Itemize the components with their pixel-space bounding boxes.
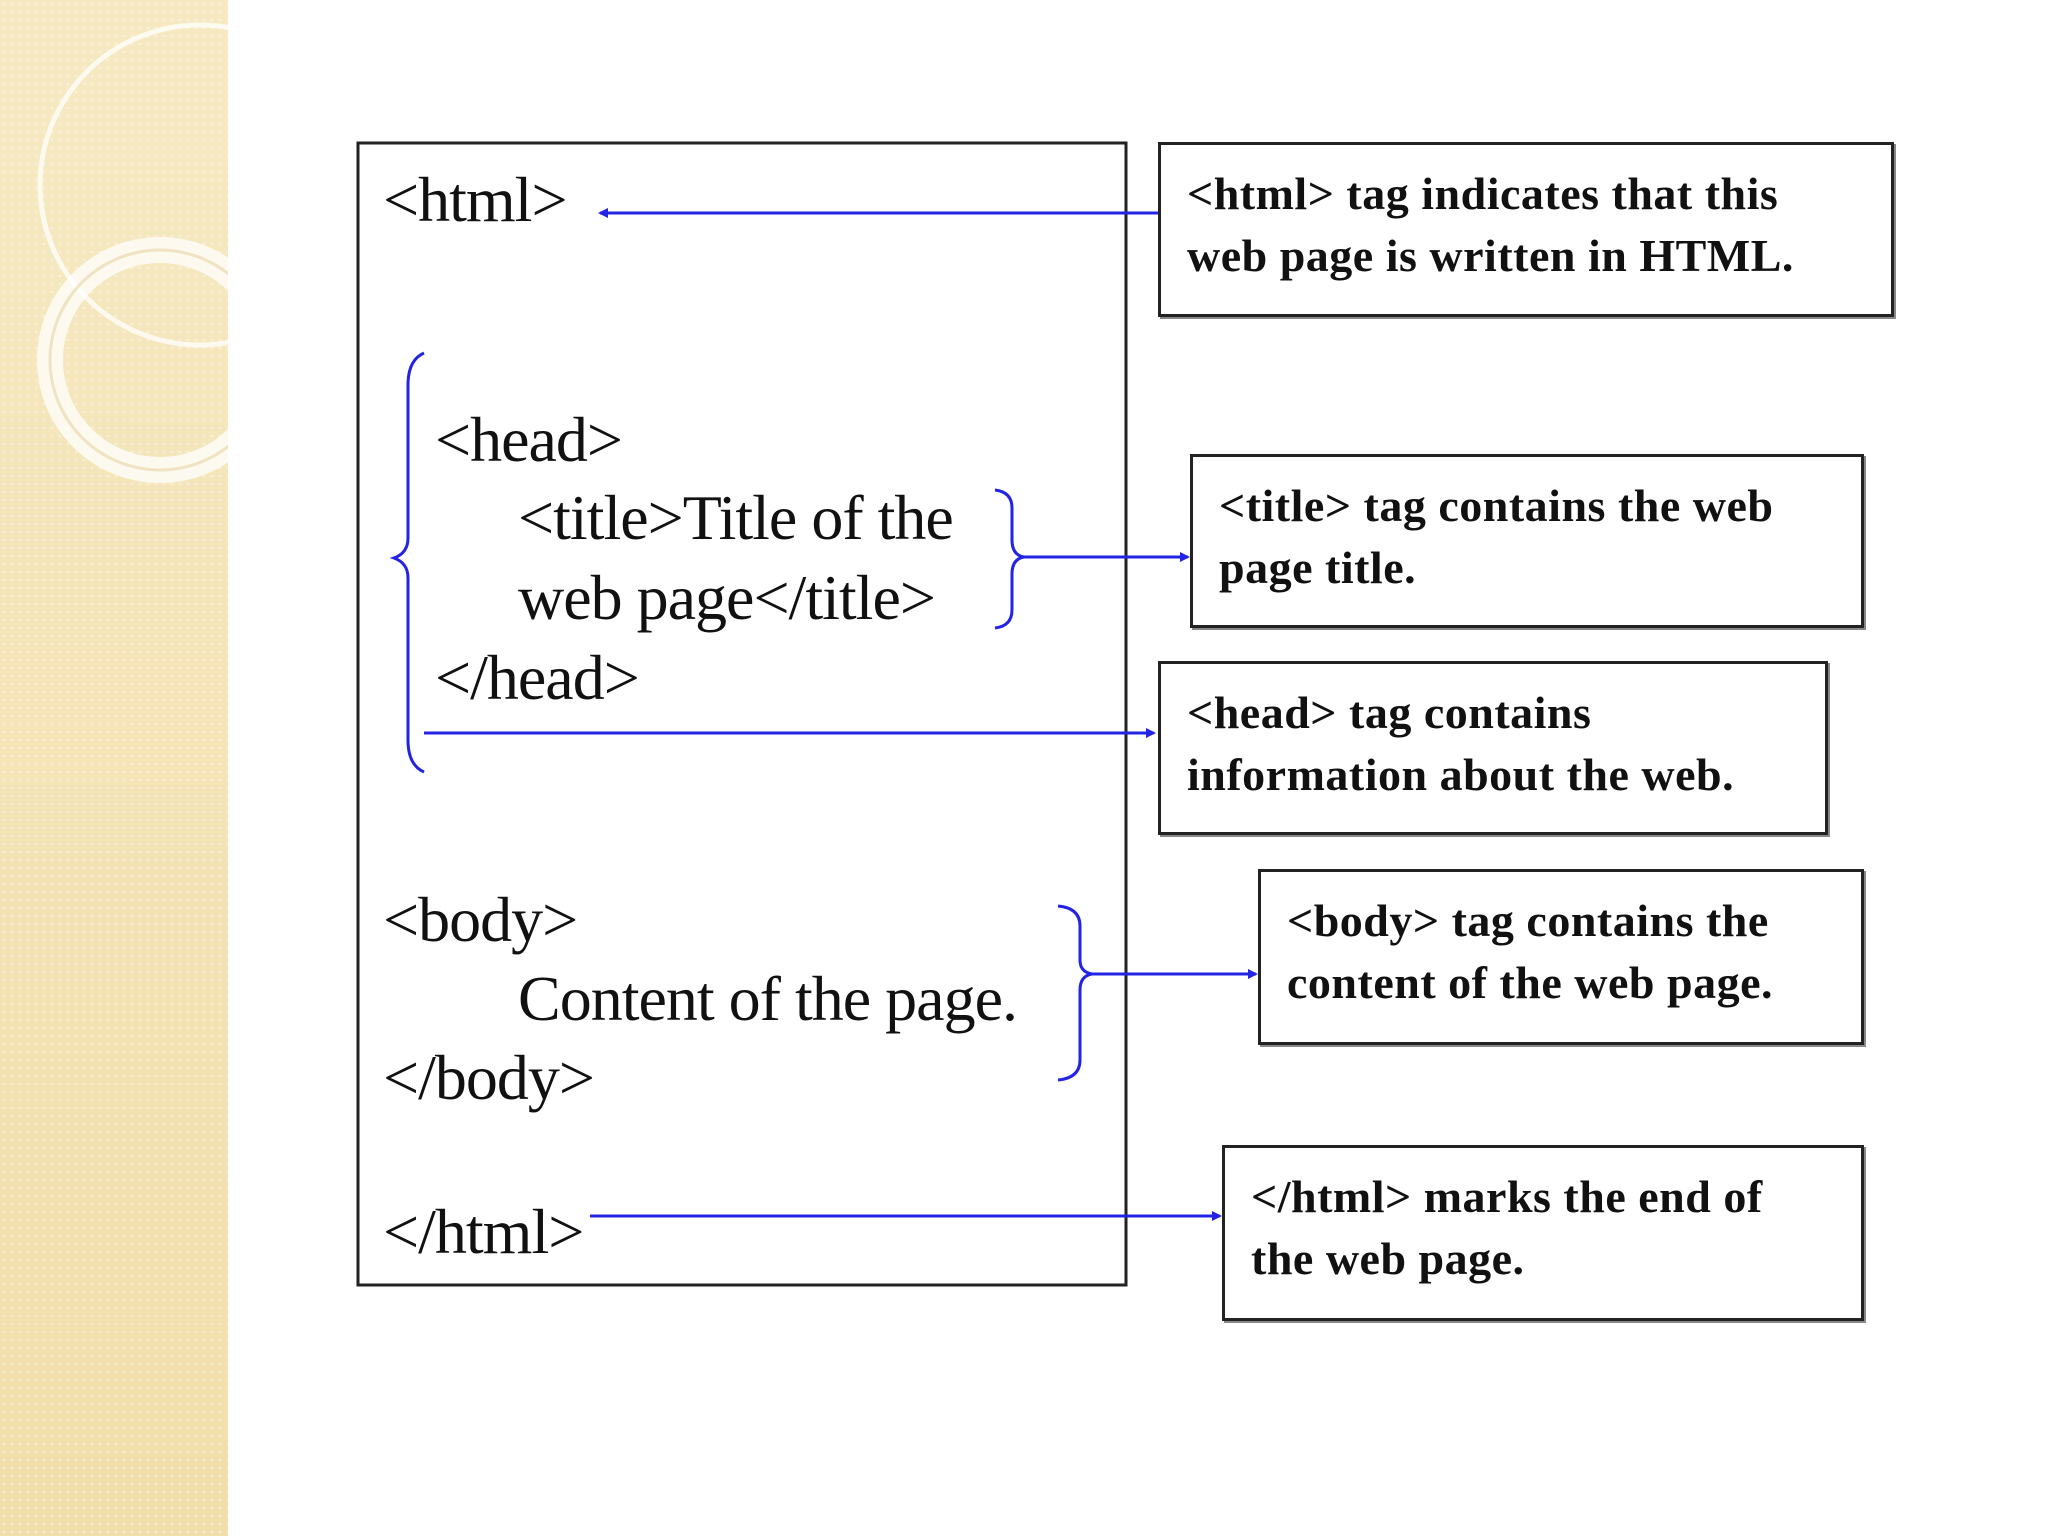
note-title-line2: page title. [1219,542,1417,593]
code-title-line1: <title>Title of the [518,482,954,553]
note-body: <body> tag contains the content of the w… [1258,869,1864,1045]
decorative-side-band [0,0,228,1536]
code-title-line2: web page</title> [518,562,936,633]
code-body-content: Content of the page. [518,963,1018,1034]
code-head-close: </head> [435,642,640,713]
note-title-line1: <title> tag contains the web [1219,480,1774,531]
code-body-close: </body> [383,1042,595,1113]
note-html-line2: web page is written in HTML. [1187,230,1794,281]
note-body-line1: <body> tag contains the [1287,895,1769,946]
note-html: <html> tag indicates that this web page … [1158,142,1894,317]
note-body-line2: content of the web page. [1287,957,1773,1008]
note-head-line1: <head> tag contains [1187,687,1592,738]
brace-body [1057,904,1093,1082]
brace-head [389,351,425,774]
code-body-open: <body> [383,884,578,955]
note-head: <head> tag contains information about th… [1158,661,1828,835]
note-end-line1: </html> marks the end of [1251,1171,1763,1222]
note-html-line1: <html> tag indicates that this [1187,168,1779,219]
ring-large [37,22,228,348]
code-box [356,141,1128,1287]
note-end-line2: the web page. [1251,1233,1525,1284]
code-html-open: <html> [383,164,568,235]
note-end: </html> marks the end of the web page. [1222,1145,1864,1321]
ring-thick-edge [48,248,228,472]
decorative-rings [37,22,228,483]
code-head-open: <head> [435,404,623,475]
code-html-close: </html> [383,1196,584,1267]
note-title: <title> tag contains the web page title. [1190,454,1864,628]
note-head-line2: information about the web. [1187,749,1735,800]
brace-title [994,488,1025,630]
